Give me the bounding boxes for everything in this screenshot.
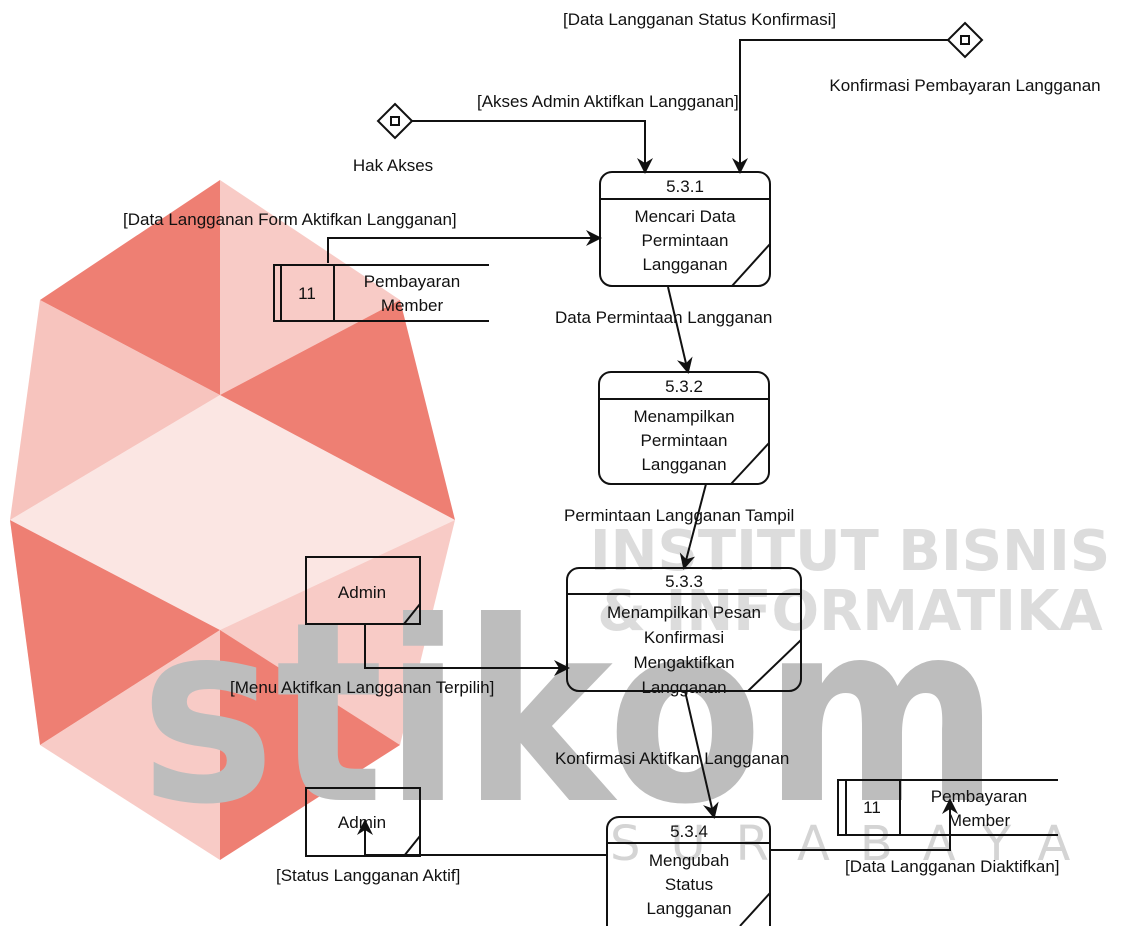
hak-akses-label: Hak Akses [353, 156, 433, 175]
process-line2: Permintaan [641, 431, 728, 450]
data-flows [327, 39, 958, 856]
hak-akses-diamond-icon [376, 102, 414, 140]
process-line4: Langganan [641, 678, 726, 697]
process-number: 5.3.2 [665, 377, 703, 396]
data-store-right: 11 Pembayaran Member [837, 779, 1058, 836]
process-line2: Permintaan [642, 231, 729, 250]
process-5-3-1: 5.3.1 Mencari Data Permintaan Langganan [599, 171, 771, 287]
process-line2: Konfirmasi [644, 628, 724, 647]
process-number: 5.3.1 [666, 177, 704, 196]
flow-labels: [Data Langganan Status Konfirmasi] [Akse… [123, 10, 1060, 885]
process-line1: Menampilkan Pesan [607, 603, 761, 622]
control-hak-akses: Hak Akses [353, 102, 433, 175]
process-line3: Langganan [642, 255, 727, 274]
flow-label-f4: Data Permintaan Langganan [555, 308, 772, 327]
flow-label-f7: Konfirmasi Aktifkan Langganan [555, 749, 789, 768]
process-5-3-2: 5.3.2 Menampilkan Permintaan Langganan [598, 371, 770, 485]
entity-admin-bottom: Admin [305, 787, 421, 857]
store-number: 11 [298, 284, 316, 303]
watermark-line1: INSTITUT BISNIS [590, 519, 1110, 584]
process-line3: Mengaktifkan [633, 653, 734, 672]
store-outline [273, 264, 489, 322]
process-line1: Mencari Data [634, 207, 736, 226]
flow-label-f9: [Data Langganan Diaktifkan] [845, 857, 1060, 876]
control-konfirmasi: Konfirmasi Pembayaran Langganan [829, 21, 1101, 95]
process-line3: Langganan [646, 899, 731, 918]
entity-admin-top: Admin [305, 556, 421, 625]
flow-label-f3: [Data Langganan Form Aktifkan Langganan] [123, 210, 457, 229]
flow-label-f1: [Data Langganan Status Konfirmasi] [563, 10, 836, 29]
flow-line-f5 [679, 483, 707, 570]
store-label-line1: Pembayaran [931, 787, 1027, 806]
stikom-watermark: INSTITUT BISNIS & INFORMATIKA stikom SUR… [10, 180, 1110, 872]
flow-label-f2: [Akses Admin Aktifkan Langganan] [477, 92, 739, 111]
process-number: 5.3.4 [670, 822, 708, 841]
process-number: 5.3.3 [665, 572, 703, 591]
flow-line-f6 [364, 624, 570, 676]
store-label-line1: Pembayaran [364, 272, 460, 291]
flow-line-f4 [667, 286, 693, 374]
watermark-brand: stikom [140, 568, 1000, 859]
process-5-3-3: 5.3.3 Menampilkan Pesan Konfirmasi Menga… [566, 567, 802, 697]
flow-line-f2 [412, 120, 653, 174]
process-5-3-4: 5.3.4 Mengubah Status Langganan [606, 816, 771, 926]
process-line1: Menampilkan [633, 407, 734, 426]
flow-line-f3 [327, 230, 602, 263]
flow-label-f6: [Menu Aktifkan Langganan Terpilih] [230, 678, 494, 697]
process-line3: Langganan [641, 455, 726, 474]
entity-label: Admin [338, 813, 386, 832]
store-label-line2: Member [948, 811, 1011, 830]
store-label-line2: Member [381, 296, 444, 315]
watermark-line2: & INFORMATIKA [597, 579, 1103, 644]
flow-label-f5: Permintaan Langganan Tampil [564, 506, 794, 525]
stikom-logo [10, 180, 455, 860]
data-store-left: 11 Pembayaran Member [273, 264, 489, 322]
flow-line-f1 [732, 39, 948, 174]
store-number: 11 [863, 798, 881, 817]
flow-label-f8: [Status Langganan Aktif] [276, 866, 460, 885]
process-line1: Mengubah [649, 851, 729, 870]
process-line2: Status [665, 875, 713, 894]
store-outline [837, 779, 1058, 836]
flow-line-f7 [684, 690, 719, 819]
entity-label: Admin [338, 583, 386, 602]
flow-line-f9 [770, 798, 958, 851]
konfirmasi-diamond-icon [946, 21, 984, 59]
konfirmasi-label: Konfirmasi Pembayaran Langganan [829, 76, 1100, 95]
